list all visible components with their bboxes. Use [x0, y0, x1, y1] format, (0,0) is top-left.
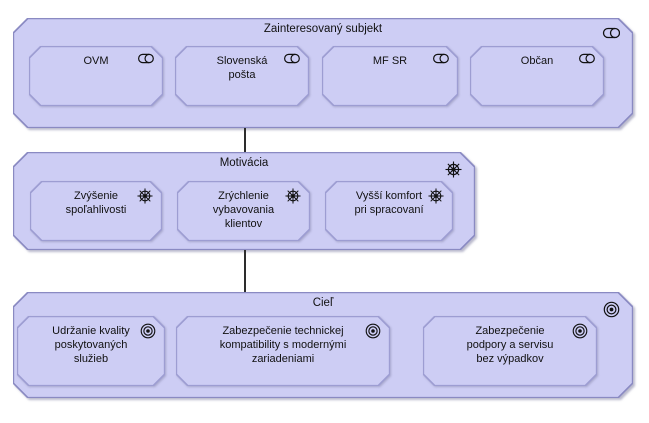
element-udrzanie-kvality[interactable]: Udržanie kvality poskytovaných služieb — [17, 316, 165, 386]
driver-icon — [428, 188, 444, 204]
role-icon — [578, 53, 595, 64]
group-title: Motivácia — [219, 157, 269, 169]
driver-icon — [445, 161, 462, 178]
group-title: Zainteresovaný subjekt — [263, 23, 383, 35]
element-label: Zrýchlenie vybavovania klientov — [212, 190, 275, 230]
element-label: Zabezpečenie technickej kompatibility s … — [219, 325, 347, 365]
element-ovm[interactable]: OVM — [29, 46, 163, 106]
group-stakeholder[interactable]: Zainteresovaný subjekt OVM Slovenská poš… — [13, 18, 633, 128]
role-icon — [283, 53, 300, 64]
connector-line — [244, 250, 246, 292]
group-title: Cieľ — [312, 297, 334, 309]
element-slovenska-posta[interactable]: Slovenská pošta — [175, 46, 309, 106]
element-label: Udržanie kvality poskytovaných služieb — [52, 325, 130, 365]
element-label: Zabezpečenie podpory a servisu bez výpad… — [466, 325, 554, 365]
element-vyssi-komfort[interactable]: Vyšší komfort pri spracovaní — [325, 181, 453, 241]
group-motivation[interactable]: Motivácia Zvýšenie spoľahlivosti Zrýchle… — [13, 152, 475, 250]
element-zrychlenie-vybavovania[interactable]: Zrýchlenie vybavovania klientov — [177, 181, 310, 241]
element-mf-sr[interactable]: MF SR — [322, 46, 458, 106]
element-label: Vyšší komfort pri spracovaní — [354, 190, 424, 216]
element-label: Občan — [520, 55, 554, 67]
element-label: Zvýšenie spoľahlivosti — [65, 190, 127, 216]
role-icon — [602, 27, 620, 39]
element-obcan[interactable]: Občan — [470, 46, 604, 106]
element-label: OVM — [83, 55, 109, 67]
goal-icon — [140, 323, 156, 339]
connector-line — [244, 128, 246, 152]
driver-icon — [285, 188, 301, 204]
element-zabezpecenie-kompatibility[interactable]: Zabezpečenie technickej kompatibility s … — [176, 316, 390, 386]
element-zabezpecenie-podpory[interactable]: Zabezpečenie podpory a servisu bez výpad… — [423, 316, 597, 386]
element-label: MF SR — [372, 55, 408, 67]
role-icon — [137, 53, 154, 64]
role-icon — [432, 53, 449, 64]
group-goal[interactable]: Cieľ Udržanie kvality poskytovaných služ… — [13, 292, 633, 398]
driver-icon — [137, 188, 153, 204]
goal-icon — [572, 323, 588, 339]
element-zvysenie-spolahlivosti[interactable]: Zvýšenie spoľahlivosti — [30, 181, 162, 241]
goal-icon — [365, 323, 381, 339]
goal-icon — [603, 301, 620, 318]
element-label: Slovenská pošta — [216, 55, 268, 81]
